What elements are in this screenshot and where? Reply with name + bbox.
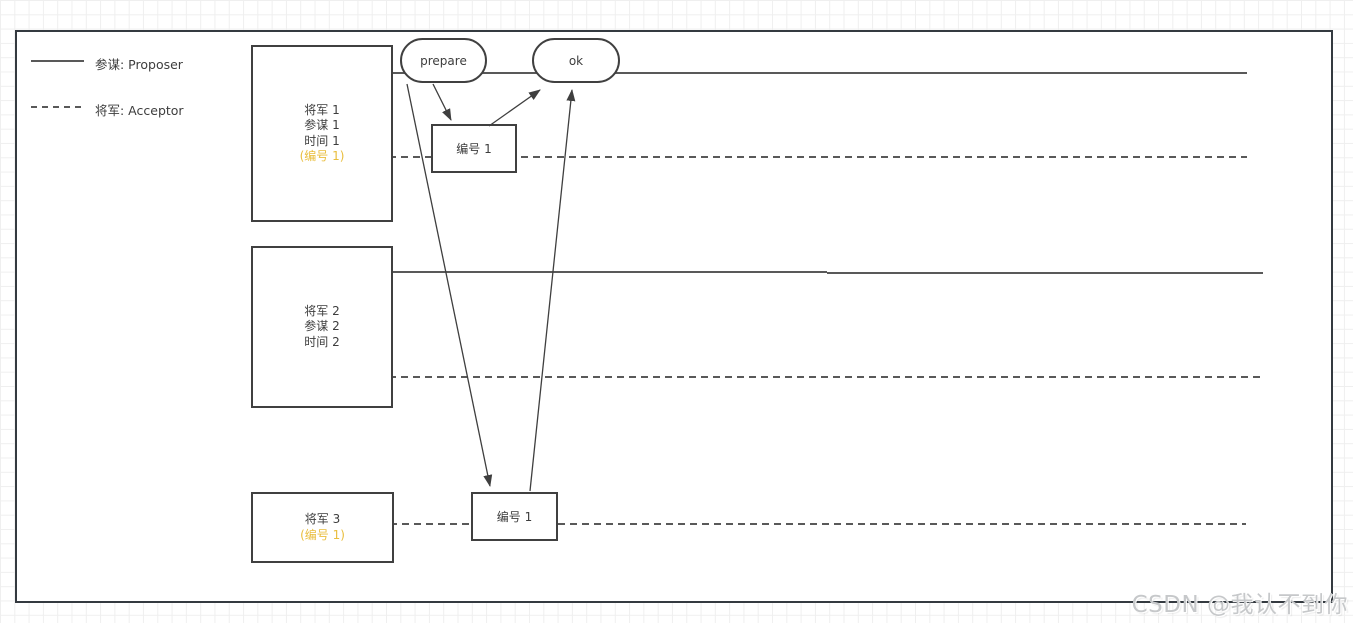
legend-acceptor-line-sample (31, 106, 84, 108)
general1-proposal-tag: (编号 1) (299, 149, 345, 163)
general3-proposal-tag: (编号 1) (300, 527, 345, 542)
general2-proposer-timeline (389, 271, 827, 273)
general3-box: 将军 3 (编号 1) (251, 492, 394, 563)
general2-line: 将军 2 (304, 303, 340, 318)
legend-proposer-label: 参谋: Proposer (95, 57, 183, 72)
general3-line: 将军 3 (304, 512, 341, 526)
prepare-node: prepare (400, 38, 487, 83)
general1-box: 将军 1 参谋 1 时间 1 (编号 1) (251, 45, 393, 222)
proposal-number-box-bottom: 编号 1 (471, 492, 558, 541)
legend-proposer-line-sample (31, 60, 84, 62)
general1-acceptor-timeline (389, 156, 1247, 158)
csdn-watermark: CSDN @我认不到你 (1131, 592, 1348, 618)
proposal-number-box-top: 编号 1 (431, 124, 517, 173)
general2-line: 参谋 2 (304, 319, 340, 334)
diagram-frame (15, 30, 1333, 603)
general2-proposer-timeline-right (827, 272, 1263, 274)
general1-line: 将军 1 (304, 102, 340, 117)
general1-line: 参谋 1 (304, 118, 340, 132)
general2-acceptor-timeline (389, 376, 1261, 378)
ok-node: ok (532, 38, 620, 83)
general1-line: 时间 1 (304, 133, 340, 148)
general2-line: 时间 2 (304, 334, 340, 349)
general3-acceptor-timeline (390, 523, 1246, 525)
general1-proposer-timeline (389, 72, 1247, 74)
general2-box: 将军 2 参谋 2 时间 2 (251, 246, 393, 408)
legend-acceptor-label: 将军: Acceptor (95, 103, 184, 118)
